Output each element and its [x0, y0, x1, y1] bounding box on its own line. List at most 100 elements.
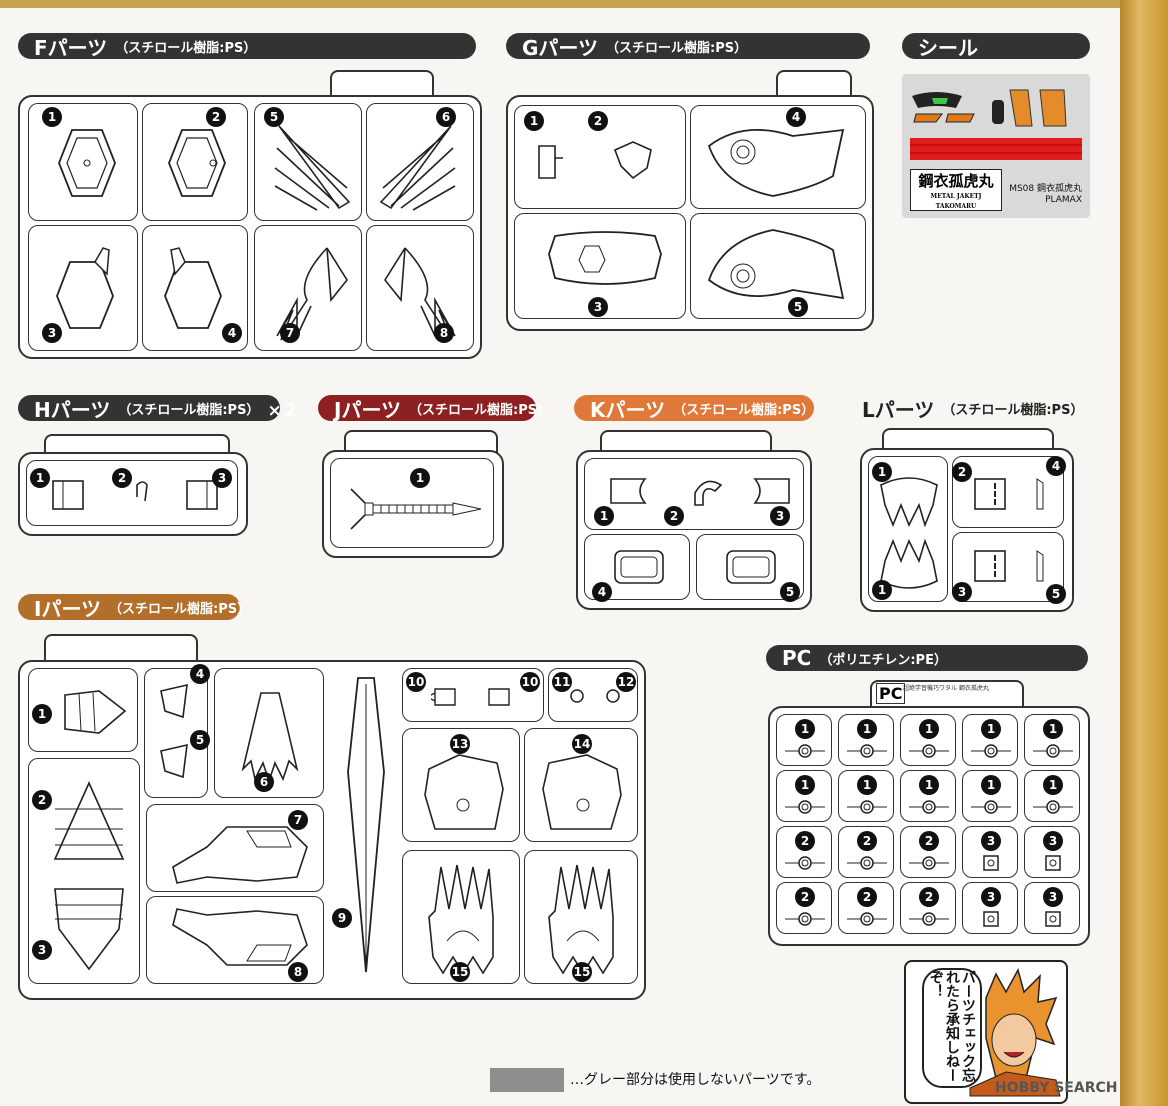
pc-part-cell: 1	[900, 714, 956, 766]
part-number: 5	[264, 107, 284, 127]
part-number: 8	[288, 962, 308, 982]
pc-part-cell: 3	[962, 826, 1018, 878]
part-number: 3	[981, 831, 1001, 851]
sticker-logo-sub: METAL JAKETJ TAKOMARU	[930, 193, 982, 210]
part-number: 1	[981, 719, 1001, 739]
pc-joint	[983, 855, 999, 871]
gray-swatch	[490, 1068, 564, 1092]
pc-part-cell: 1	[838, 714, 894, 766]
part-arm	[172, 826, 308, 884]
section-header-f: Fパーツ （スチロール樹脂:PS）	[18, 33, 476, 60]
part-spikes	[431, 688, 510, 706]
part-arm	[172, 908, 308, 966]
section-header-l: Lパーツ（スチロール樹脂:PS）	[862, 395, 1088, 422]
part-cell	[254, 225, 362, 351]
part-number: 3	[981, 887, 1001, 907]
runner-l: 1 1 2 4 3 5	[860, 448, 1074, 612]
part-number: 2	[952, 462, 972, 482]
pc-joint	[1033, 744, 1073, 758]
pc-part-cell: 1	[962, 714, 1018, 766]
part-cell	[952, 532, 1064, 602]
pc-part-cell: 2	[900, 882, 956, 934]
section-material: （スチロール樹脂:PS）	[115, 40, 257, 56]
part-cell	[402, 850, 520, 984]
part-small-plates	[160, 683, 188, 779]
part-number: 1	[872, 462, 892, 482]
pc-label: 超絶学習機巧ワタル 鋼衣孤虎丸	[903, 685, 989, 692]
part-number: 1	[872, 580, 892, 600]
section-title: Iパーツ	[34, 596, 102, 621]
part-foot-claws	[548, 864, 614, 975]
sticker-logo-text: 鋼衣孤虎丸	[918, 172, 994, 190]
part-number: 5	[190, 730, 210, 750]
part-number: 2	[919, 831, 939, 851]
part-number: 1	[42, 107, 62, 127]
part-cell	[514, 213, 686, 319]
part-number: 2	[795, 831, 815, 851]
part-sword-blade	[347, 677, 385, 973]
part-hexagon-wing	[56, 247, 114, 329]
section-material: （ポリエチレン:PE）	[819, 652, 947, 668]
pc-part-cell: 1	[962, 770, 1018, 822]
pc-joint	[909, 744, 949, 758]
part-block	[974, 478, 1044, 510]
part-number: 4	[190, 664, 210, 684]
part-number: 2	[857, 887, 877, 907]
part-number: 14	[572, 734, 592, 754]
part-number: 3	[212, 468, 232, 488]
part-hexagon	[58, 129, 116, 197]
part-number: 15	[572, 962, 592, 982]
part-cell	[28, 225, 138, 351]
sticker-logo: 鋼衣孤虎丸 METAL JAKETJ TAKOMARU	[910, 169, 1002, 211]
section-title: Kパーツ	[590, 397, 666, 422]
sticker-pieces	[910, 89, 1082, 160]
section-header-k: Kパーツ（スチロール樹脂:PS）	[574, 395, 814, 422]
section-header-h: Hパーツ（スチロール樹脂:PS）×２	[18, 395, 299, 422]
section-title: シール	[918, 35, 978, 60]
part-cell	[584, 458, 804, 530]
section-title: Fパーツ	[34, 35, 108, 60]
part-number: 2	[112, 468, 132, 488]
part-number: 3	[1043, 887, 1063, 907]
part-cell	[690, 105, 866, 209]
section-header-i: Iパーツ （スチロール樹脂:PS）	[18, 594, 250, 621]
part-cell	[142, 103, 248, 221]
pc-part-cell: 1	[900, 770, 956, 822]
part-pieces	[52, 480, 218, 510]
section-title: Hパーツ	[34, 397, 111, 422]
section-header-j: Jパーツ（スチロール樹脂:PS）	[318, 395, 550, 422]
part-number: 3	[770, 506, 790, 526]
section-material: （スチロール樹脂:PS）	[109, 601, 251, 617]
part-number: 3	[588, 297, 608, 317]
pc-joint	[847, 912, 887, 926]
part-number: 1	[1043, 775, 1063, 795]
part-number: 5	[1046, 584, 1066, 604]
part-number: 1	[1043, 719, 1063, 739]
part-cell	[26, 460, 238, 526]
pc-joint	[785, 800, 825, 814]
section-title: Gパーツ	[522, 35, 599, 60]
section-material: （スチロール樹脂:PS）	[606, 40, 748, 56]
pc-tag: PC	[876, 683, 906, 704]
part-block	[974, 550, 1044, 582]
part-number: 13	[450, 734, 470, 754]
pc-joint	[971, 800, 1011, 814]
part-foot-claws	[428, 864, 494, 975]
section-header-seal: シール	[902, 33, 1090, 60]
pc-joint	[847, 744, 887, 758]
part-sword-handle	[350, 488, 482, 530]
right-border	[1120, 0, 1168, 1106]
part-cell	[366, 225, 474, 351]
section-header-pc: PC（ポリエチレン:PE）	[766, 645, 1088, 671]
part-wing-fan	[274, 125, 351, 211]
part-number: 1	[857, 719, 877, 739]
section-title: Lパーツ	[862, 397, 935, 422]
pc-part-cell: 1	[1024, 770, 1080, 822]
sticker-brand: PLAMAX	[1045, 195, 1082, 205]
legend-text: …グレー部分は使用しないパーツです。	[570, 1072, 821, 1088]
runner-i: 1 2 3 4 5 6 7 8 9 10 10 11 12 13 14 15 1…	[18, 660, 646, 1000]
part-armor-skirt	[53, 781, 125, 971]
pc-part-cell: 2	[900, 826, 956, 878]
